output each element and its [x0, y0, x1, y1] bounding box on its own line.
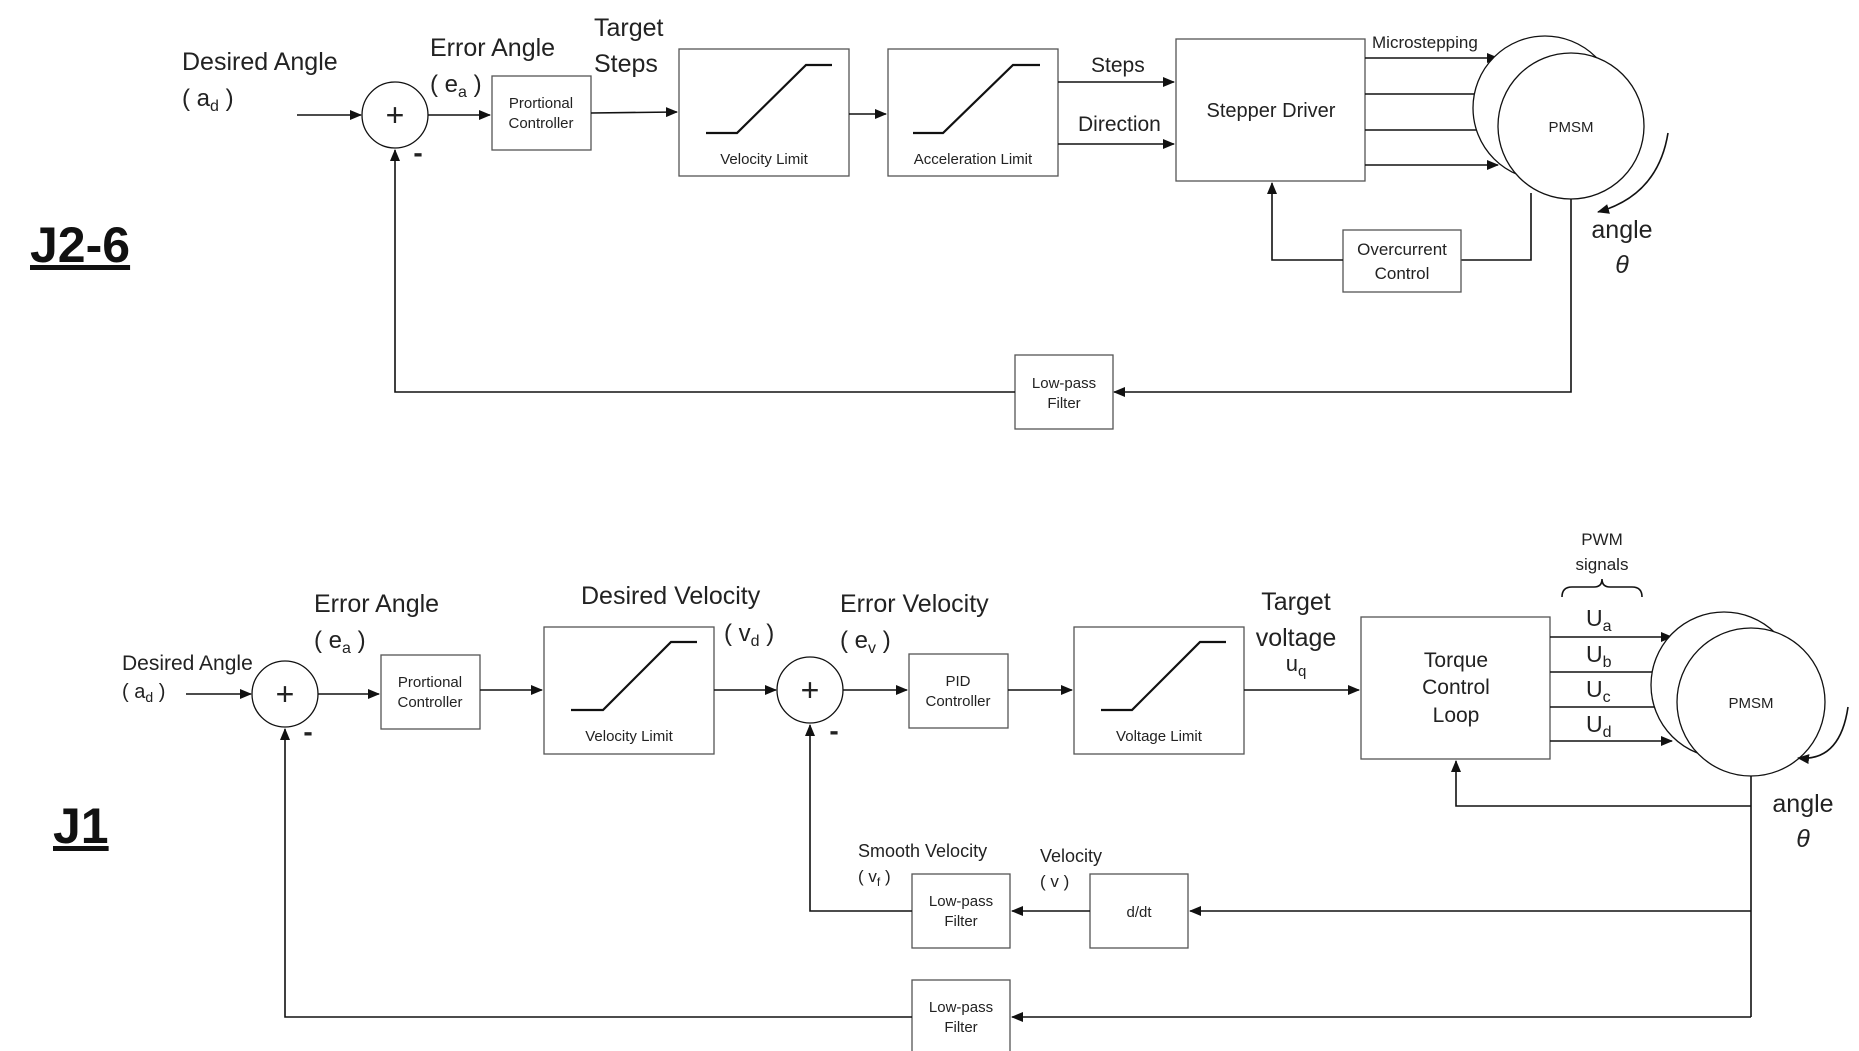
j1-motor-label: PMSM [1729, 695, 1774, 712]
j1-velocity-label: Velocity [1040, 846, 1102, 866]
j1-voltage-limit-ramp [1101, 640, 1226, 712]
j1-desired-velocity-label: Desired Velocity [581, 582, 761, 610]
j1-sum1-plus: + [276, 676, 295, 712]
j26-target-steps-arrow [590, 107, 678, 118]
j1-torque-feedback-arrow [1451, 760, 1751, 807]
j26-overcurrent-line1: Overcurrent [1357, 240, 1447, 259]
j1-pwm-brace [1561, 578, 1643, 598]
j1-proportional-line2: Controller [397, 694, 462, 711]
j1-ub-label: Ub [1586, 641, 1612, 671]
j1-desired-angle-label: Desired Angle [122, 652, 253, 675]
j1-error-angle-symbol: ( ea ) [314, 627, 366, 657]
j1-error-velocity-symbol: ( ev ) [840, 627, 891, 657]
j1-desired-velocity-symbol: ( vd ) [724, 620, 774, 650]
j1-torque-line2: Control [1422, 676, 1490, 699]
j26-acceleration-limit-ramp [913, 63, 1040, 135]
j1-ddt-block [1089, 873, 1189, 949]
j1-target-label: Target [1261, 588, 1331, 616]
j26-steps-label-top: Steps [594, 50, 658, 78]
j26-rotation-arrow [1597, 132, 1669, 214]
j1-angle-label: angle [1772, 790, 1833, 818]
j26-proportional-line2: Controller [508, 115, 573, 132]
j1-velocity-feedback-arrow [805, 724, 912, 912]
j1-voltage-limit-block [1073, 626, 1245, 755]
j1-velocity-lowpass-line2: Filter [944, 913, 977, 930]
j1-proportional-line1: Prortional [398, 674, 462, 691]
j1-velocity-limit-label: Velocity Limit [585, 728, 673, 745]
j1-ud-label: Ud [1586, 711, 1612, 741]
j1-velocity-lowpass-block [911, 873, 1011, 949]
j1-smooth-velocity-label: Smooth Velocity [858, 841, 987, 861]
j1-desired-angle-symbol: ( ad ) [122, 681, 165, 705]
j1-angle-lowpass-line1: Low-pass [929, 999, 993, 1016]
j26-velocity-limit-block [678, 48, 850, 177]
j1-torque-control-loop-block [1360, 616, 1551, 760]
j1-ddt-label: d/dt [1126, 904, 1152, 921]
j1-voltage-label: voltage [1256, 624, 1337, 652]
j1-theta-label: θ [1796, 825, 1810, 853]
j26-desired-angle-label: Desired Angle [182, 48, 338, 76]
j1-pwm-label-line2: signals [1576, 555, 1629, 574]
j1-error-velocity-label: Error Velocity [840, 590, 989, 618]
j1-pid-line1: PID [945, 673, 970, 690]
j26-proportional-controller-block [491, 75, 592, 151]
j26-acceleration-limit-label: Acceleration Limit [914, 151, 1033, 168]
j26-diagram: J2-6 Desired Angle ( ad ) + - Error Angl… [30, 14, 1669, 430]
j26-desired-angle-symbol: ( ad ) [182, 85, 234, 115]
j26-sum-minus: - [413, 137, 422, 168]
j26-lowpass-filter-block [1014, 354, 1114, 430]
j26-acceleration-limit-block [887, 48, 1059, 177]
j26-stepper-driver-label: Stepper Driver [1207, 100, 1336, 122]
j26-error-angle-symbol: ( ea ) [430, 71, 482, 101]
j1-ua-label: Ua [1586, 605, 1612, 635]
j1-angle-lowpass-block [911, 979, 1011, 1051]
j1-velocity-lowpass-line1: Low-pass [929, 893, 993, 910]
j26-direction-label: Direction [1078, 113, 1161, 136]
j1-diagram: J1 Desired Angle ( ad ) + - Error Angle … [53, 530, 1849, 1051]
j26-target-label: Target [594, 14, 664, 42]
j26-theta-label: θ [1615, 251, 1629, 279]
j26-velocity-limit-label: Velocity Limit [720, 151, 808, 168]
j26-overcurrent-feedback-arrow [1267, 182, 1343, 261]
j26-feedback-to-sum-arrow [390, 149, 1015, 393]
j26-stepper-driver-block [1175, 38, 1366, 182]
j26-angle-label: angle [1591, 216, 1652, 244]
j26-lowpass-line1: Low-pass [1032, 375, 1096, 392]
j1-voltage-limit-label: Voltage Limit [1116, 728, 1203, 745]
j1-pid-line2: Controller [925, 693, 990, 710]
j1-smooth-velocity-symbol: ( vf ) [858, 867, 891, 889]
j26-overcurrent-sense-line [1461, 193, 1532, 261]
j1-torque-line1: Torque [1424, 649, 1488, 672]
j26-overcurrent-control-block [1342, 229, 1462, 293]
j1-title: J1 [53, 798, 109, 854]
j1-angle-lowpass-line2: Filter [944, 1019, 977, 1036]
j1-proportional-controller-block [380, 654, 481, 730]
j26-motor-label: PMSM [1549, 119, 1594, 136]
j1-uq-symbol: uq [1286, 651, 1307, 680]
j26-sum-plus: + [386, 97, 405, 133]
j1-sum1-minus: - [303, 716, 312, 747]
j1-uc-label: Uc [1586, 676, 1611, 706]
j1-velocity-symbol: ( v ) [1040, 872, 1069, 891]
j1-angle-feedback-arrow [280, 728, 912, 1018]
j26-error-angle-label: Error Angle [430, 34, 555, 62]
j26-proportional-line1: Prortional [509, 95, 573, 112]
j1-velocity-limit-ramp [571, 640, 697, 712]
j1-error-angle-label: Error Angle [314, 590, 439, 618]
j1-torque-line3: Loop [1433, 704, 1480, 727]
j1-pwm-label-line1: PWM [1581, 530, 1623, 549]
j26-overcurrent-line2: Control [1375, 264, 1430, 283]
j26-feedback-to-filter-arrow [1113, 199, 1572, 397]
j1-pid-controller-block [908, 653, 1009, 729]
j26-steps-label: Steps [1091, 54, 1145, 77]
j26-velocity-limit-ramp [706, 63, 832, 135]
j1-rotation-arrow [1797, 706, 1849, 765]
j26-title: J2-6 [30, 217, 130, 273]
j1-velocity-limit-block [543, 626, 715, 755]
j26-lowpass-line2: Filter [1047, 395, 1080, 412]
j1-sum2-minus: - [829, 715, 838, 746]
j26-microstepping-label: Microstepping [1372, 33, 1478, 52]
j1-sum2-plus: + [801, 672, 820, 708]
